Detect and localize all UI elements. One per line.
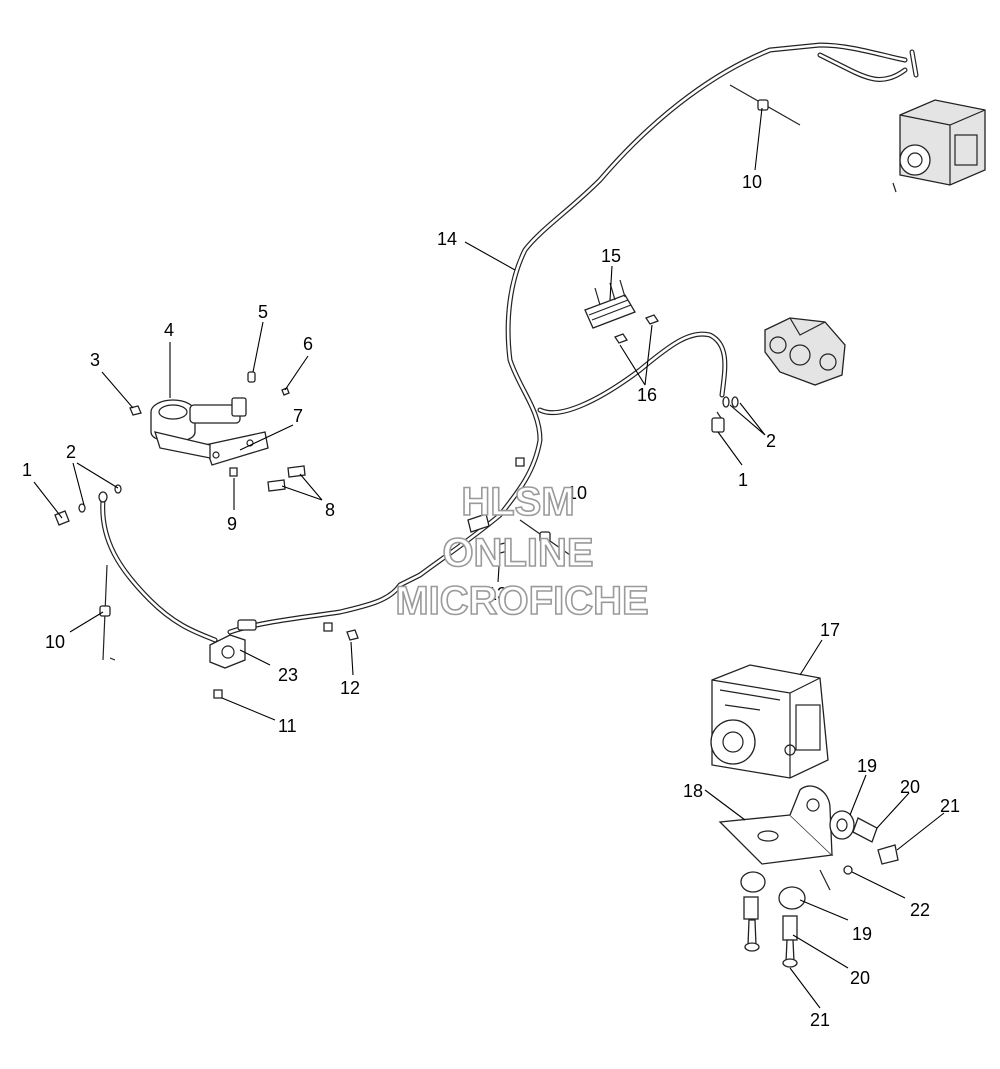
abs-mount-hardware [740, 810, 899, 968]
callout-13: 13 [487, 584, 507, 604]
callout-2-left: 2 [66, 442, 76, 462]
callout-9: 9 [227, 514, 237, 534]
callout-10-left: 10 [45, 632, 65, 652]
master-cylinder-assembly [150, 397, 269, 466]
callout-1-left: 1 [22, 460, 32, 480]
right-banjo-parts [711, 396, 739, 433]
callout-10-top: 10 [742, 172, 762, 192]
brake-line-main [227, 42, 919, 635]
callout-19-top: 19 [857, 756, 877, 776]
callout-2-right: 2 [766, 431, 776, 451]
watermark-line-3: MICROFICHE [395, 579, 648, 623]
part-15-clip [584, 279, 636, 329]
callout-labels: 1 2 3 4 5 6 7 8 9 10 11 12 13 10 14 15 1… [22, 172, 960, 1030]
watermark-line-2: ONLINE [442, 531, 593, 575]
callout-7: 7 [293, 406, 303, 426]
callout-8: 8 [325, 500, 335, 520]
callout-11: 11 [278, 716, 297, 736]
center-hardware [323, 457, 571, 641]
callout-17: 17 [820, 620, 840, 640]
abs-bracket-18 [718, 785, 834, 891]
hose-clamp-left [99, 564, 116, 661]
callout-3: 3 [90, 350, 100, 370]
watermark-line-1: HLSM [461, 480, 574, 524]
callout-22: 22 [910, 900, 930, 920]
part-16-bolts [614, 314, 659, 344]
callout-20-bottom: 20 [850, 968, 870, 988]
brake-hose-left [100, 497, 218, 643]
callout-19-bottom: 19 [852, 924, 872, 944]
callout-1-right: 1 [738, 470, 748, 490]
abs-module-top-right [892, 99, 986, 193]
callout-6: 6 [303, 334, 313, 354]
brake-line-caliper-branch [537, 331, 728, 416]
brake-caliper-right [764, 317, 846, 386]
callout-14: 14 [437, 229, 457, 249]
callout-16: 16 [637, 385, 657, 405]
callout-12: 12 [340, 678, 360, 698]
callout-20-top: 20 [900, 777, 920, 797]
callout-21-top: 21 [940, 796, 960, 816]
abs-module-17 [710, 664, 829, 779]
callout-21-bottom: 21 [810, 1010, 830, 1030]
leader-lines [33, 107, 945, 1009]
callout-15: 15 [601, 246, 621, 266]
callout-10-center: 10 [567, 483, 587, 503]
callout-23: 23 [278, 665, 298, 685]
callout-5: 5 [258, 302, 268, 322]
watermark: HLSM ONLINE MICROFICHE [395, 479, 650, 624]
callout-18: 18 [683, 781, 703, 801]
hose-clamp-top [729, 84, 801, 126]
callout-4: 4 [164, 320, 174, 340]
